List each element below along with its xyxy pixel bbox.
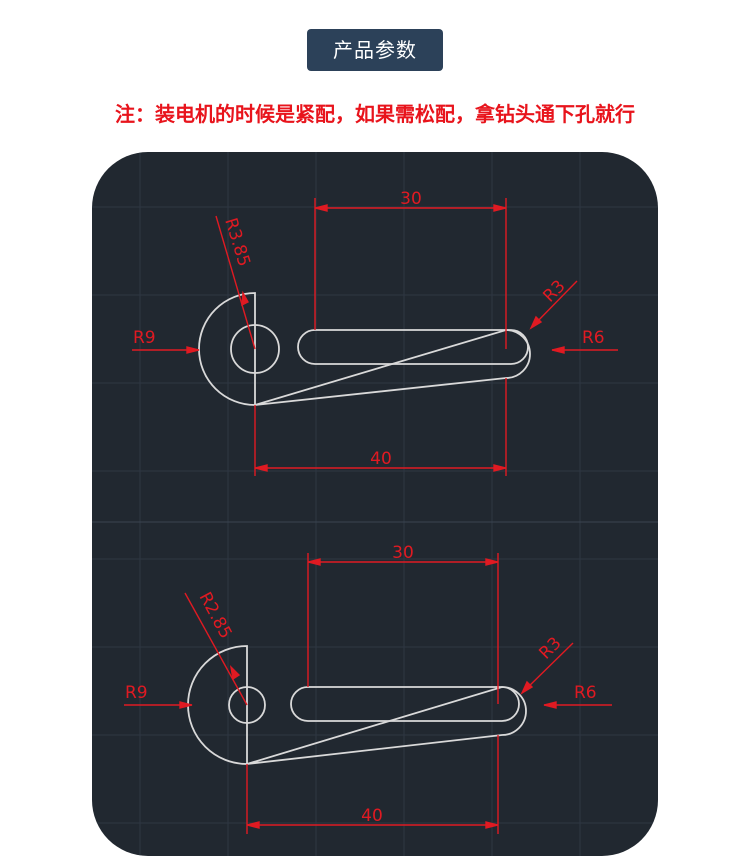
slot-2 [290,686,520,722]
arm-outline-1 [198,292,531,407]
dim-bottom-length-1: 40 [370,449,392,469]
dim-small-end-radius-2: R6 [574,683,597,703]
hub-hole-1 [230,324,280,374]
section-title-badge: 产品参数 [307,29,443,71]
dimensions-2 [124,553,612,834]
dim-big-end-radius-2: R9 [125,683,148,703]
dim-bottom-length-2: 40 [361,806,383,826]
dim-slot-end-radius-1: R3 [539,276,569,306]
dim-hole-radius-2: R2.85 [195,589,236,642]
dim-small-end-radius-1: R6 [582,328,605,348]
slot-1 [297,329,529,365]
dimensions-1 [132,198,618,476]
servo-arm-drawing-1: 30 40 R3.85 R9 R6 R3 [132,189,618,476]
dim-slot-end-radius-2: R3 [535,633,565,663]
cad-grid [92,152,658,856]
arm-outline-2 [187,645,527,766]
section-title: 产品参数 [333,38,417,62]
cad-drawing-panel: 30 40 R3.85 R9 R6 R3 [92,152,658,856]
cad-drawing-canvas: 30 40 R3.85 R9 R6 R3 [92,152,658,856]
assembly-note: 注：装电机的时候是紧配，如果需松配，拿钻头通下孔就行 [115,102,635,126]
dim-top-length-1: 30 [400,189,422,209]
dim-top-length-2: 30 [392,543,414,563]
dim-hole-radius-1: R3.85 [220,216,254,269]
servo-arm-drawing-2: 30 40 R2.85 R9 R6 R3 [124,543,612,834]
hub-hole-2 [228,686,266,724]
dim-big-end-radius-1: R9 [133,328,156,348]
